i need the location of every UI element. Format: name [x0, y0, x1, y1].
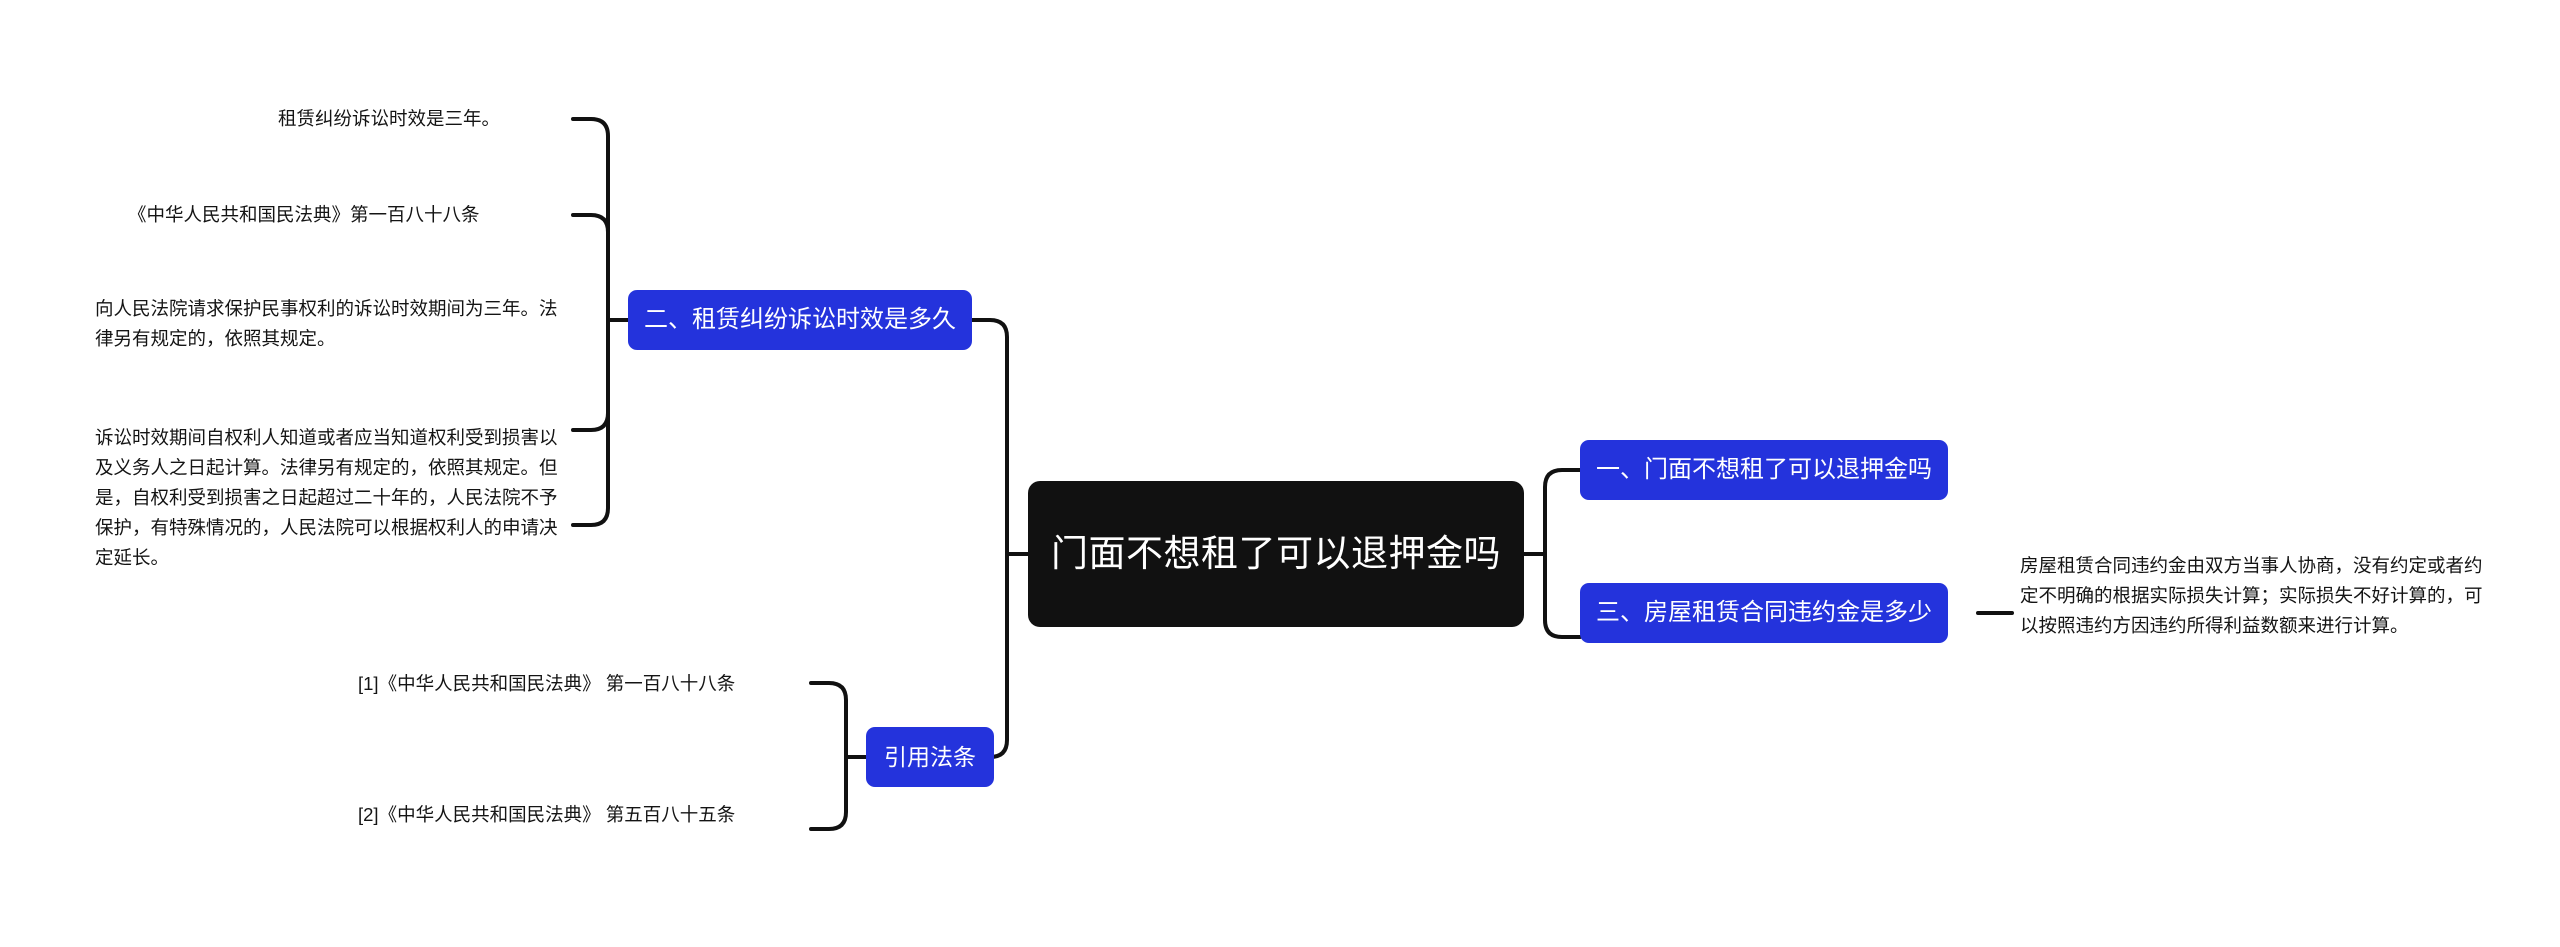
- topic-node-citations[interactable]: 引用法条: [866, 727, 994, 787]
- leaf-citation-2: [2]《中华人民共和国民法典》 第五百八十五条: [358, 804, 736, 825]
- leaf-limitation-summary: 租赁纠纷诉讼时效是三年。: [278, 108, 501, 129]
- topic-node-one[interactable]: 一、门面不想租了可以退押金吗: [1580, 440, 1948, 500]
- leaf-civil-code-188-para1: 向人民法院请求保护民事权利的诉讼时效期间为三年。法律另有规定的，依照其规定。: [95, 298, 558, 349]
- topic-node-three[interactable]: 三、房屋租赁合同违约金是多少: [1580, 583, 1948, 643]
- leaf-civil-code-188-title: 《中华人民共和国民法典》第一百八十八条: [128, 204, 480, 225]
- leaf-penalty-detail: 房屋租赁合同违约金由双方当事人协商，没有约定或者约定不明确的根据实际损失计算；实…: [2020, 555, 2483, 636]
- wire-topic-two-to-child-3: [571, 318, 610, 432]
- wire-root-to-topic-three: [1543, 552, 1582, 639]
- wire-citations-to-child-2: [809, 755, 848, 831]
- topic-node-two[interactable]: 二、租赁纠纷诉讼时效是多久: [628, 290, 972, 350]
- wire-root-to-topic-two: [970, 318, 1009, 556]
- leaf-civil-code-188-para2: 诉讼时效期间自权利人知道或者应当知道权利受到损害以及义务人之日起计算。法律另有规…: [95, 427, 558, 568]
- wire-topic-two-to-child-4: [571, 318, 610, 527]
- wire-topic-two-to-child-1: [571, 117, 610, 322]
- wire-topic-two-to-child-2: [571, 213, 610, 322]
- wire-citations-to-child-1: [809, 681, 848, 759]
- wire-root-to-topic-one: [1543, 468, 1582, 556]
- leaf-citation-1: [1]《中华人民共和国民法典》 第一百八十八条: [358, 673, 736, 694]
- root-node[interactable]: 门面不想租了可以退押金吗: [1028, 481, 1524, 627]
